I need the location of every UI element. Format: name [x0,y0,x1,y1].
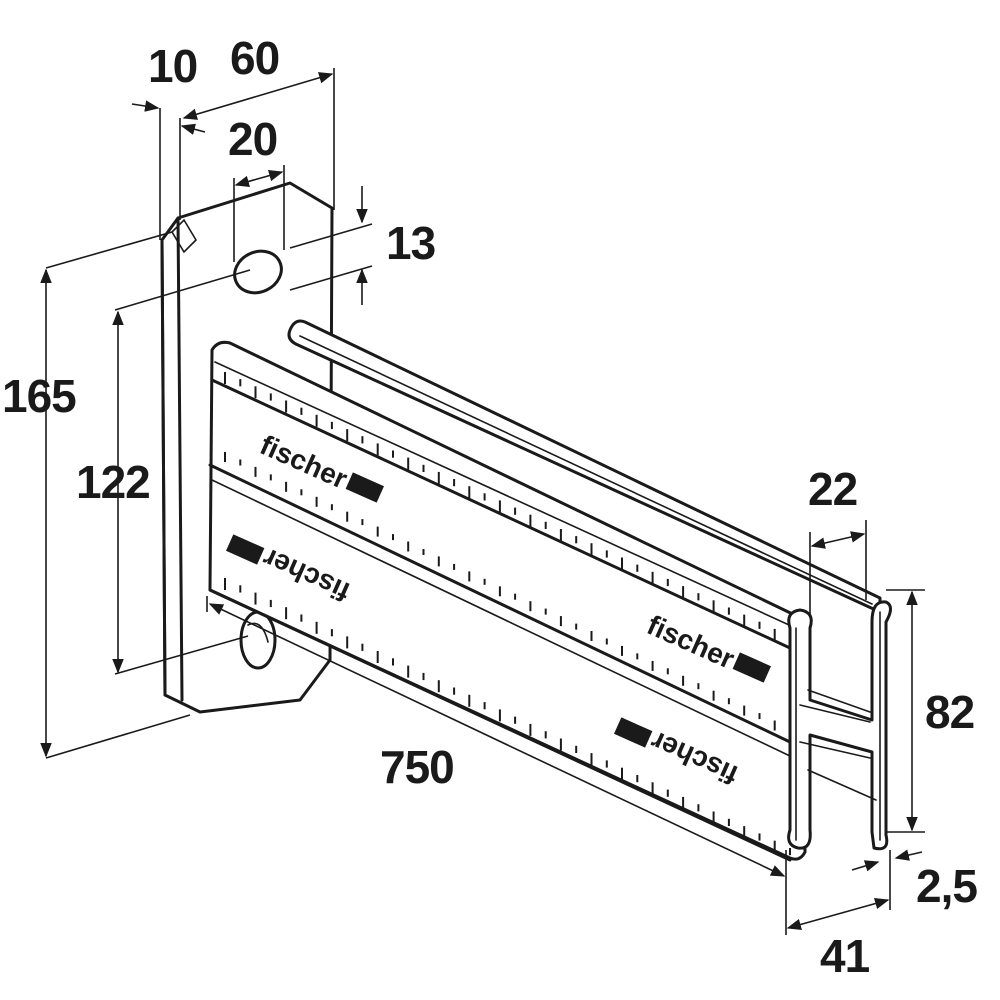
dimension-lines [40,68,925,935]
dim-plate-thickness: 10 [148,40,197,92]
dim-arm-length: 750 [380,741,454,793]
dim-plate-height: 165 [2,370,76,422]
dim-slot-width: 20 [228,113,277,165]
dim-channel-opening: 22 [808,463,857,515]
dim-channel-height: 82 [925,686,974,738]
dim-wall-thickness: 2,5 [916,860,977,912]
top-slot [233,249,283,295]
dim-plate-width: 60 [230,32,279,84]
dim-slot-height: 13 [386,217,435,269]
dim-hole-spacing: 122 [76,456,150,508]
dimension-labels: 10 60 20 13 165 122 750 22 82 2,5 41 [2,32,978,982]
channel-profile [787,600,892,851]
dim-channel-width: 41 [820,930,870,982]
